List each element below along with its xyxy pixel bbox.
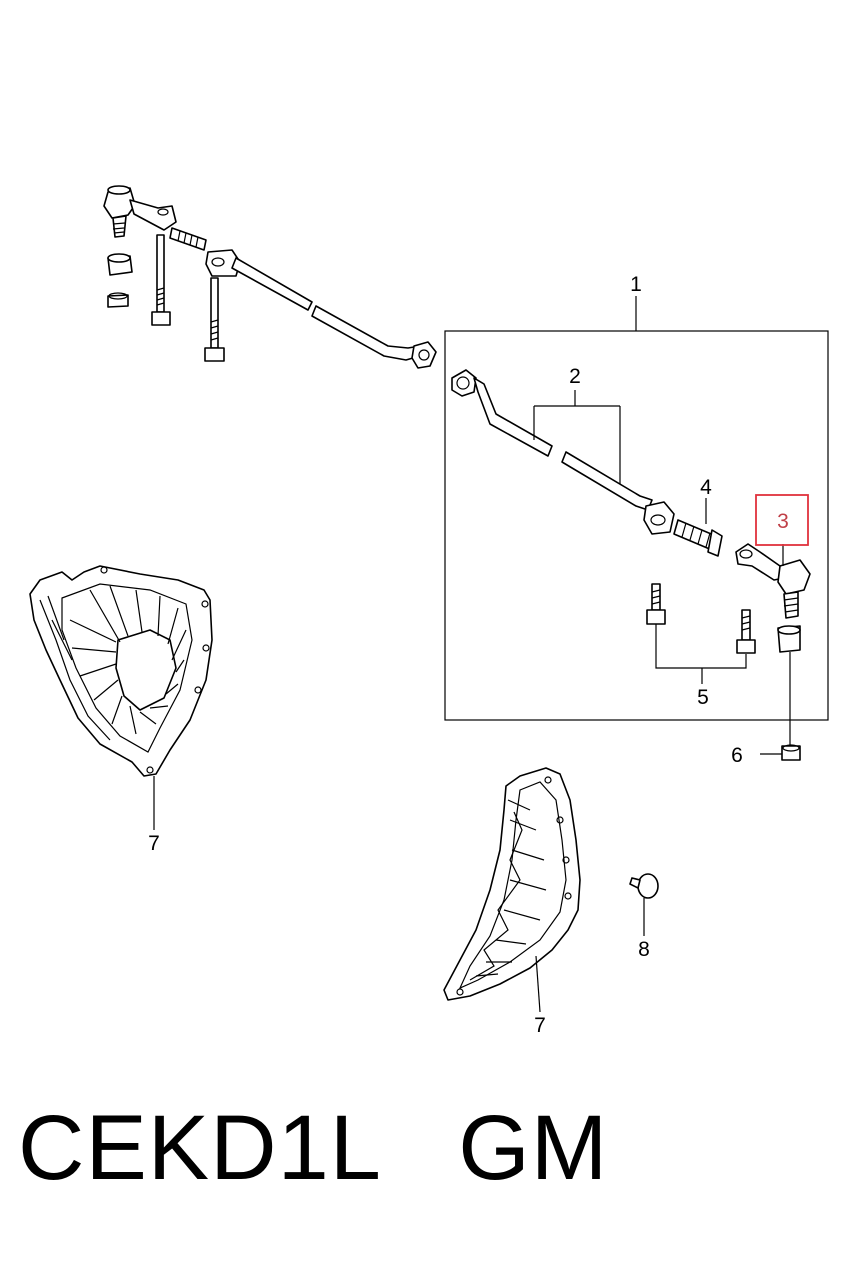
splash-shield-left (29, 565, 213, 777)
diagram-caption: CEKD1L GM (18, 1097, 609, 1199)
callout-8: 8 (638, 938, 650, 961)
assembled-tie-rod (103, 185, 437, 369)
callout-7-right: 7 (534, 1014, 546, 1037)
callout-6: 6 (731, 744, 743, 767)
callout-7-left: 7 (148, 832, 160, 855)
callout-2: 2 (569, 365, 581, 388)
assembly-box (444, 330, 829, 721)
callout-3: 3 (777, 510, 789, 533)
callout-5: 5 (697, 686, 709, 709)
callout-4: 4 (700, 476, 712, 499)
splash-shield-right (443, 767, 581, 1001)
tie-rod-inner (451, 369, 811, 761)
callout-3-highlight-box (755, 494, 809, 546)
clip-fastener (629, 873, 659, 899)
callout-1: 1 (630, 273, 642, 296)
